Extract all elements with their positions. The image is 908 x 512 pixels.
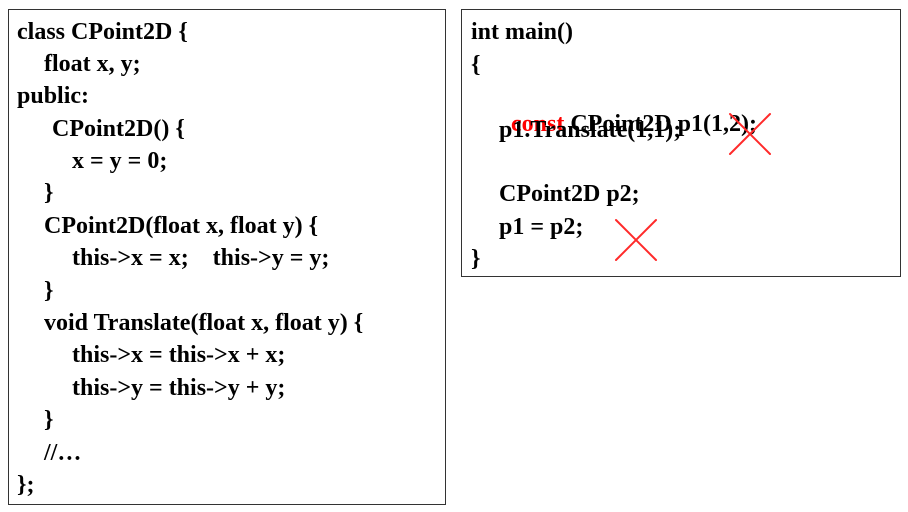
code-line-members: float x, y;	[44, 51, 141, 77]
code-line-default-ctor-body: x = y = 0;	[72, 148, 168, 174]
cross-icon	[615, 219, 657, 261]
code-line-translate-x: this->x = this->x + x;	[72, 342, 286, 368]
code-line-class-header: class CPoint2D {	[17, 19, 188, 45]
code-line-main-header: int main()	[471, 19, 573, 45]
code-line-assignment: p1 = p2;	[499, 214, 584, 240]
code-line-comment: //…	[44, 440, 82, 466]
code-line-open-brace: {	[471, 52, 481, 78]
code-line-close-brace: }	[44, 278, 54, 304]
code-line-translate-call: p1.Translate(1,1);	[499, 117, 682, 143]
code-line-default-ctor: CPoint2D() {	[52, 116, 185, 142]
main-function-panel	[461, 9, 901, 277]
code-line-close-brace: }	[471, 246, 481, 272]
code-line-close-brace: }	[44, 180, 54, 206]
class-definition-panel	[8, 9, 446, 505]
code-line-param-ctor-body: this->x = x; this->y = y;	[72, 245, 330, 271]
const-decl-rest: CPoint2D p1(1,2);	[564, 111, 757, 137]
code-line-close-brace: }	[44, 407, 54, 433]
code-line-param-ctor: CPoint2D(float x, float y) {	[44, 213, 319, 239]
cross-icon	[729, 113, 771, 155]
code-line-class-end: };	[17, 472, 35, 498]
code-line-translate-y: this->y = this->y + y;	[72, 375, 286, 401]
code-line-translate-decl: void Translate(float x, float y) {	[44, 310, 364, 336]
const-keyword: const	[511, 111, 565, 137]
code-line-const-decl: const CPoint2D p1(1,2);	[499, 85, 757, 137]
code-line-p2-decl: CPoint2D p2;	[499, 181, 640, 207]
code-line-public: public:	[17, 83, 90, 109]
